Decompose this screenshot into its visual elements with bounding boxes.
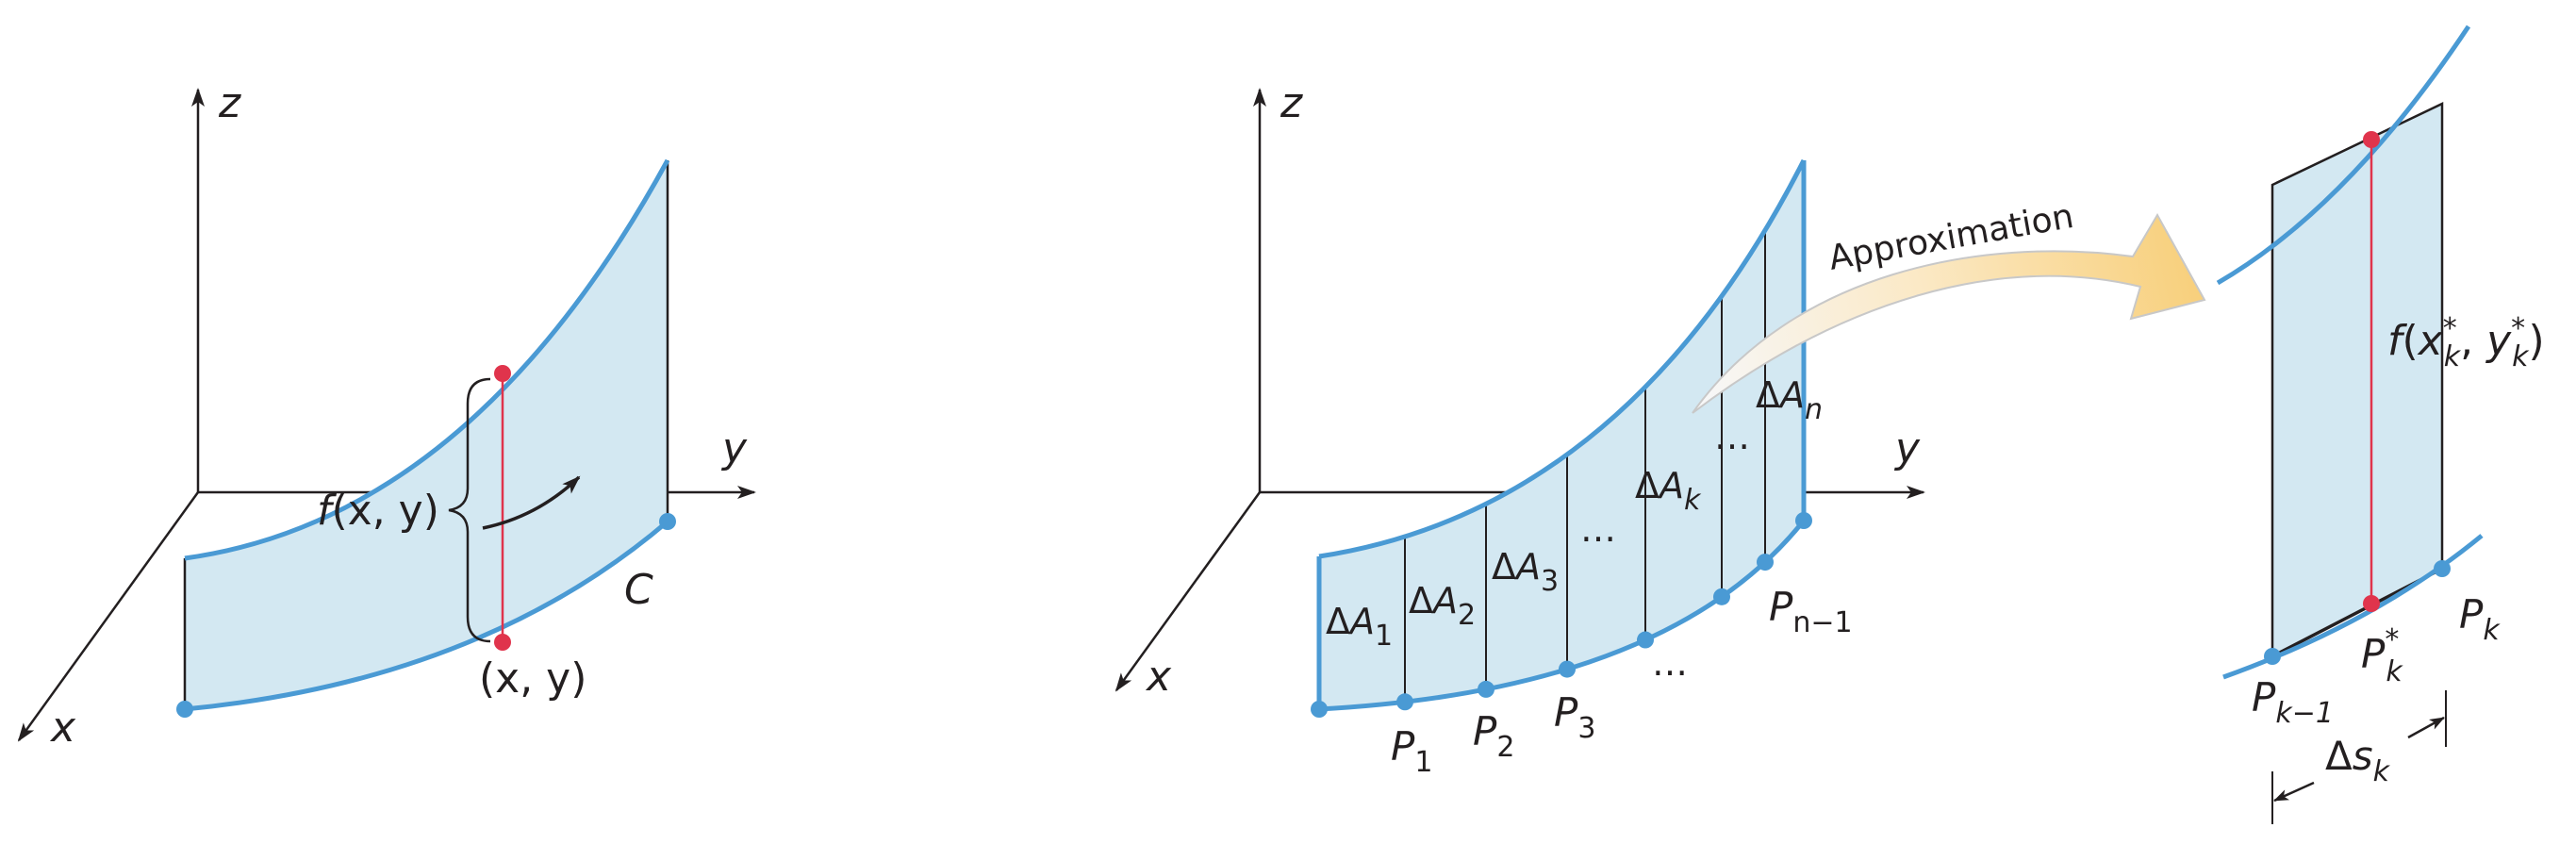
- partition-point: [1311, 701, 1328, 718]
- area-label-n: ΔAn: [1756, 374, 1823, 426]
- right-label-pk-1: Pk−1: [2252, 674, 2334, 730]
- left-curve-start-point: [176, 701, 193, 718]
- mid-x-label: x: [1145, 653, 1172, 701]
- left-x-label: x: [49, 704, 76, 752]
- point-label-p3: P3: [1554, 689, 1595, 745]
- delta-s-arrow-left: [2273, 781, 2315, 803]
- right-bottom-curve: [2222, 534, 2484, 680]
- right-top-curve: [2216, 25, 2471, 286]
- left-curve-end-point: [659, 513, 676, 530]
- area-dots-2: …: [1714, 416, 1750, 457]
- area-label-2: ΔA2: [1409, 580, 1476, 632]
- middle-panel: z y x ΔA1 ΔA2 ΔA3 … ΔAk … ΔAn P1 P2 P3 ……: [1115, 79, 1925, 779]
- partition-point: [1559, 660, 1576, 678]
- partition-point: [1795, 512, 1812, 529]
- partition-point: [1757, 554, 1774, 571]
- approximation-arrow-shape: [1692, 212, 2206, 414]
- delta-s-label: Δsk: [2325, 733, 2391, 788]
- mid-x-axis: [1115, 491, 1262, 692]
- left-red-point-top: [494, 365, 511, 382]
- area-label-3: ΔA3: [1492, 546, 1559, 598]
- partition-point: [1637, 631, 1654, 649]
- right-label-pk-star: P*k: [2361, 623, 2403, 688]
- partition-point: [1478, 680, 1494, 698]
- left-z-label: z: [218, 79, 241, 127]
- brace-icon: [448, 377, 491, 643]
- mid-z-label: z: [1280, 79, 1303, 127]
- left-top-curve: [184, 158, 670, 561]
- area-dots: …: [1580, 508, 1616, 550]
- point-label-p2: P2: [1473, 708, 1514, 764]
- right-red-point-bottom: [2363, 595, 2380, 612]
- right-point-pk-1: [2264, 648, 2281, 665]
- point-label-pn-1: Pn−1: [1769, 584, 1853, 639]
- partition-point: [1713, 588, 1730, 605]
- left-surface: [185, 160, 668, 709]
- curved-arrow-icon: [482, 475, 581, 530]
- point-label-p1: P1: [1391, 723, 1432, 779]
- mid-surface: [1319, 160, 1804, 709]
- area-label-k: ΔAk: [1635, 465, 1702, 517]
- right-red-point-top: [2363, 131, 2380, 148]
- left-curve-c: [184, 520, 669, 712]
- area-label-1: ΔA1: [1326, 601, 1393, 653]
- left-point-label: (x, y): [479, 654, 586, 703]
- delta-s-arrow-right: [2407, 716, 2445, 739]
- mid-y-label: y: [1893, 424, 1921, 472]
- left-red-point-bottom: [494, 634, 511, 651]
- left-panel: z y x f(x, y) (x, y) C: [17, 79, 756, 752]
- left-f-label: f(x, y): [317, 487, 439, 535]
- right-slab: [2271, 102, 2444, 659]
- left-y-label: y: [720, 424, 748, 472]
- mid-partition-lines: [1404, 230, 1766, 703]
- right-label-pk: Pk: [2459, 591, 2501, 647]
- partition-point: [1396, 693, 1413, 711]
- mid-top-curve: [1318, 158, 1807, 559]
- point-dots: …: [1652, 642, 1688, 684]
- left-x-axis: [17, 491, 200, 742]
- right-f-label: f(x*k, y*k): [2387, 312, 2545, 373]
- right-point-pk: [2434, 560, 2451, 577]
- left-curve-label: C: [624, 566, 653, 614]
- mid-partition-points: [1311, 512, 1812, 718]
- right-panel: f(x*k, y*k) Pk−1 P*k Pk Δsk: [2216, 25, 2545, 824]
